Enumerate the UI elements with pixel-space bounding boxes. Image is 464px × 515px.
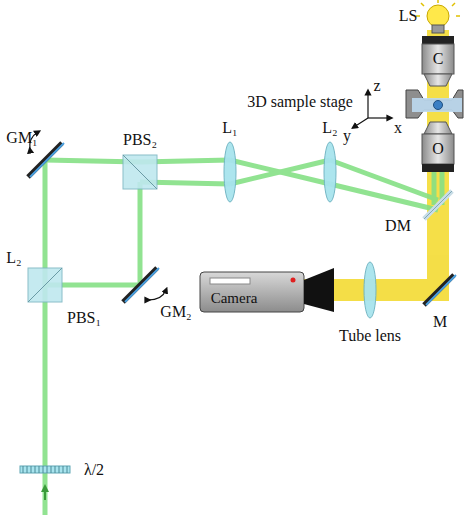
- objective-label: O: [432, 141, 444, 157]
- sample-stage: [406, 90, 463, 118]
- lens-label: L₁: [222, 120, 237, 136]
- axis-label: y: [343, 128, 351, 144]
- source-label: LS: [399, 8, 418, 24]
- galvo-mirror: [123, 268, 166, 302]
- lens-label: Tube lens: [339, 328, 401, 344]
- mirror-label: GM₂: [160, 304, 191, 320]
- dichroic-mirror: [424, 191, 452, 219]
- wave-plate-ticks: [23, 466, 67, 473]
- splitter-label: PBS₁: [67, 310, 101, 326]
- lamp: [416, 0, 460, 33]
- stage-label: 3D sample stage: [247, 94, 353, 110]
- condenser-label: C: [433, 51, 444, 67]
- input-arrow: [44, 488, 46, 500]
- camera-label: Camera: [211, 291, 258, 306]
- mirror-label: GM₁: [6, 130, 37, 146]
- lens-label: L₂: [6, 250, 21, 266]
- plate-label: λ/2: [84, 462, 104, 478]
- illumination-beam: [200, 30, 449, 301]
- mirror: [424, 275, 456, 305]
- condenser: [422, 36, 454, 86]
- camera: [200, 268, 334, 312]
- laser-beam: [45, 124, 442, 515]
- splitter-label: PBS₂: [123, 132, 157, 148]
- objective: [422, 122, 454, 172]
- axis-label: x: [394, 120, 402, 136]
- mirror-label: M: [433, 314, 447, 330]
- lens-label: L₂: [322, 120, 337, 136]
- axis-label: z: [373, 78, 380, 94]
- axes: [354, 92, 390, 127]
- beam-splitter: [28, 155, 157, 302]
- mirror-label: DM: [385, 218, 411, 234]
- wave-plate: [20, 466, 70, 473]
